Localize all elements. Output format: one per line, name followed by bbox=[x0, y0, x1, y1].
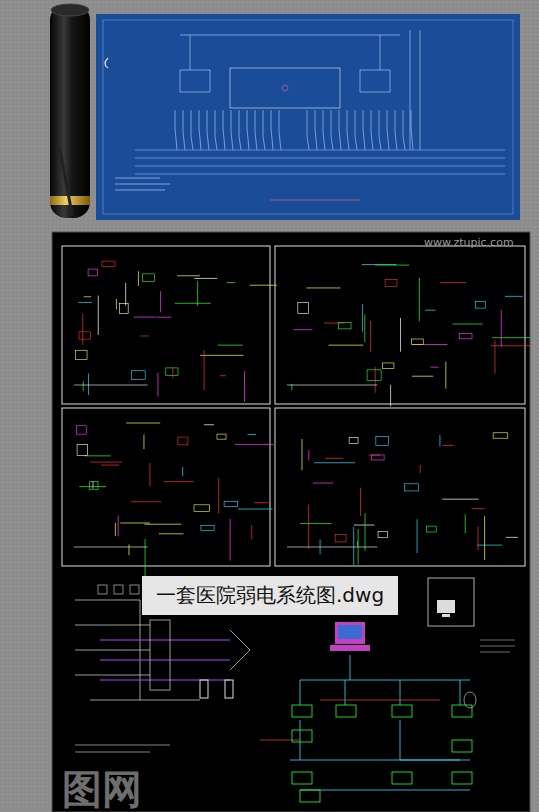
hook bbox=[105, 58, 108, 68]
tube-cap bbox=[51, 4, 89, 16]
sheet-frame bbox=[103, 20, 513, 214]
pen bbox=[60, 150, 72, 214]
thumbnail-schematics bbox=[74, 261, 531, 579]
cad-panel bbox=[52, 232, 530, 812]
watermark-url: www.ztupic.com bbox=[424, 236, 514, 249]
blueprint-sheet bbox=[96, 14, 520, 220]
watermark-logo: 图网 bbox=[62, 762, 142, 812]
blueprint-schematic bbox=[115, 30, 505, 200]
thumbnail-frames bbox=[62, 246, 525, 566]
title-banner: 一套医院弱电系统图.dwg bbox=[142, 576, 398, 615]
scroll-tube bbox=[50, 4, 90, 218]
banner-text: 一套医院弱电系统图.dwg bbox=[156, 582, 384, 609]
